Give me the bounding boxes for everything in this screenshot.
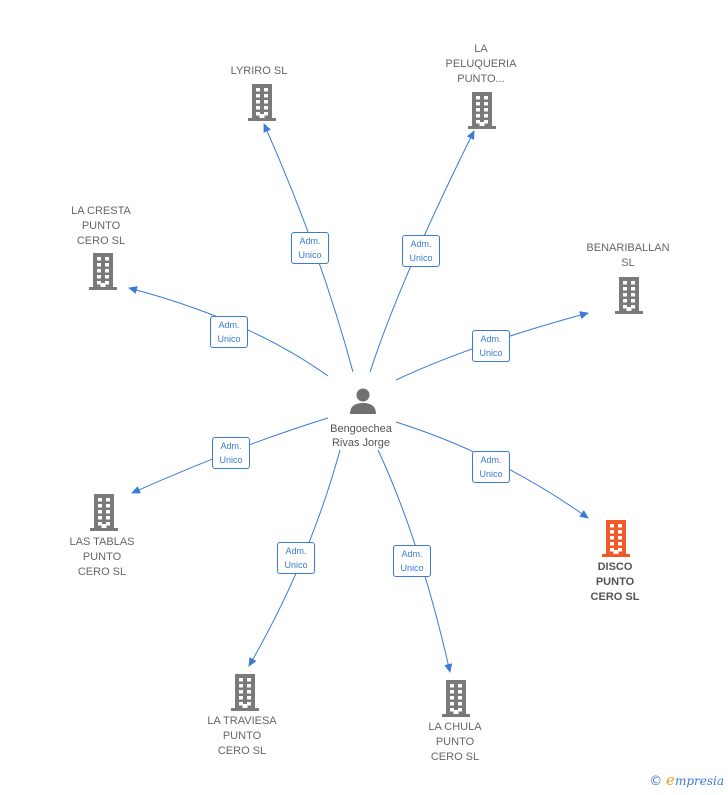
building-icon[interactable] (614, 277, 644, 320)
company-label-las-tablas[interactable]: LAS TABLAS PUNTO CERO SL (47, 535, 157, 580)
building-icon-svg (231, 674, 259, 711)
company-label-line: BENARIBALLAN (586, 242, 670, 254)
company-label-line: SL (621, 257, 635, 269)
brand-initial: e (666, 771, 675, 789)
company-label-line: PUNTO (435, 736, 475, 748)
company-label-benariballan[interactable]: BENARIBALLAN SL (573, 241, 683, 271)
edge-label-las-tablas[interactable]: Adm. Unico (212, 437, 250, 469)
edge-label-la-peluqueria[interactable]: Adm. Unico (402, 235, 440, 267)
edge-label-la-chula[interactable]: Adm. Unico (393, 545, 431, 577)
edge-label-type: Unico (219, 455, 243, 465)
company-label-la-cresta[interactable]: LA CRESTA PUNTO CERO SL (46, 204, 156, 249)
edge-label-role: Adm. (410, 239, 432, 249)
brand-rest: mpresia (674, 774, 724, 788)
edge-label-type: Unico (409, 253, 433, 263)
edge-label-type: Unico (479, 348, 503, 358)
company-label-line: CERO SL (76, 235, 126, 247)
edge-label-la-traviesa[interactable]: Adm. Unico (277, 542, 315, 574)
person-name[interactable]: Bengoechea Rivas Jorge (306, 422, 416, 450)
building-icon[interactable] (467, 92, 497, 135)
edge-label-role: Adm. (285, 546, 307, 556)
company-label-disco[interactable]: DISCO PUNTO CERO SL (560, 560, 670, 605)
building-icon[interactable] (247, 84, 277, 127)
company-label-line: CERO SL (77, 566, 127, 578)
company-label-la-chula[interactable]: LA CHULA PUNTO CERO SL (400, 720, 510, 765)
edge-label-type: Unico (284, 560, 308, 570)
edge-label-role: Adm. (480, 334, 502, 344)
company-label-lyriro[interactable]: LYRIRO SL (204, 64, 314, 79)
edge-label-role: Adm. (299, 236, 321, 246)
building-icon-svg (89, 253, 117, 290)
edge-label-la-cresta[interactable]: Adm. Unico (210, 316, 248, 348)
edge-label-role: Adm. (480, 455, 502, 465)
edge-label-type: Unico (400, 563, 424, 573)
copyright-symbol: © (649, 774, 663, 789)
edge-label-type: Unico (217, 334, 241, 344)
edge-label-role: Adm. (220, 441, 242, 451)
edge-label-role: Adm. (401, 549, 423, 559)
company-label-line: CERO SL (217, 745, 267, 757)
person-name-line2: Rivas Jorge (331, 437, 391, 449)
company-label-la-traviesa[interactable]: LA TRAVIESA PUNTO CERO SL (187, 714, 297, 759)
building-icon[interactable] (88, 253, 118, 296)
building-icon-svg (248, 84, 276, 121)
building-icon[interactable] (441, 680, 471, 723)
company-label-line: LA CRESTA (71, 205, 131, 217)
company-label-line: LA TRAVIESA (207, 715, 277, 727)
person-icon[interactable] (348, 386, 378, 416)
building-icon-svg (615, 277, 643, 314)
edge-label-type: Unico (298, 250, 322, 260)
company-label-line: PUNTO (595, 576, 635, 588)
building-icon[interactable] (230, 674, 260, 717)
building-icon[interactable] (601, 520, 631, 563)
building-icon-svg (90, 494, 118, 531)
edge-label-type: Unico (479, 469, 503, 479)
company-label-line: DISCO (597, 561, 633, 573)
company-label-line: PUNTO (81, 220, 121, 232)
company-label-line: LA CHULA (428, 721, 482, 733)
company-label-line: LAS TABLAS (69, 536, 135, 548)
edge-label-role: Adm. (218, 320, 240, 330)
company-label-line: PUNTO (82, 551, 122, 563)
company-label-line: PUNTO (222, 730, 262, 742)
edge-label-lyriro[interactable]: Adm. Unico (291, 232, 329, 264)
company-label-la-peluqueria[interactable]: LA PELUQUERIA PUNTO... (426, 42, 536, 87)
company-label-line: CERO SL (430, 751, 480, 763)
company-label-line: LA (474, 43, 488, 55)
building-icon-svg (602, 520, 630, 557)
company-label-line: PUNTO... (457, 73, 505, 85)
edge-label-disco[interactable]: Adm. Unico (472, 451, 510, 483)
building-icon[interactable] (89, 494, 119, 537)
company-label-line: LYRIRO SL (230, 65, 288, 77)
person-name-line1: Bengoechea (330, 423, 392, 435)
building-icon-svg (442, 680, 470, 717)
company-label-line: PELUQUERIA (445, 58, 517, 70)
company-label-line: CERO SL (590, 591, 640, 603)
edge-label-benariballan[interactable]: Adm. Unico (472, 330, 510, 362)
building-icon-svg (468, 92, 496, 129)
footer-brand: © empresia (649, 771, 724, 789)
